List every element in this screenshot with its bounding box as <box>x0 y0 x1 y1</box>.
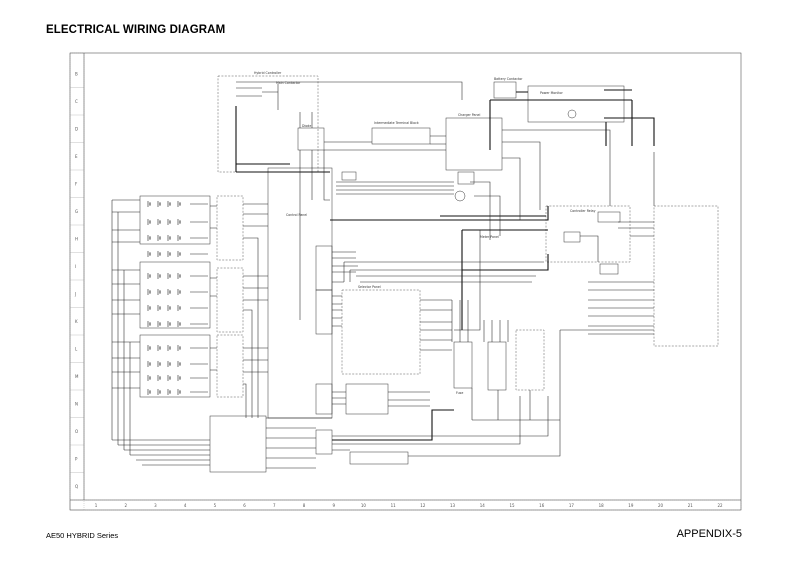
terminal-strip-4 <box>315 429 333 455</box>
power-monitor-label: Power Monitor <box>540 91 563 95</box>
zone-letter: H <box>75 236 78 241</box>
indicator-box <box>349 451 409 465</box>
selector-panel-area: Selector Panel <box>341 285 421 465</box>
hybrid-controller-area: Hybrid Controller Main Contactor Control… <box>209 71 333 473</box>
connector-strip <box>653 205 719 347</box>
zone-letter: I <box>75 264 76 269</box>
left-hatch-strip <box>69 52 85 511</box>
wiring <box>112 81 655 469</box>
series-name: AE50 HYBRID Series <box>46 531 119 540</box>
battery-block-3 <box>139 334 211 398</box>
selector-panel-box <box>341 289 421 375</box>
hybrid-controller-label: Hybrid Controller <box>254 71 282 75</box>
relay-element-1 <box>597 211 621 223</box>
zone-letter: B <box>75 71 78 76</box>
zone-letter: E <box>75 154 78 159</box>
battery-contactor-box <box>493 81 517 99</box>
fuse-block-2 <box>487 341 507 391</box>
battery-contactor-label: Battery Contactor <box>494 77 523 81</box>
zone-number: 11 <box>391 503 397 508</box>
zone-number: 20 <box>658 503 664 508</box>
control-panel-label: Control Panel <box>286 213 307 217</box>
intermediate-terminal-block-label: Intermediate Terminal Block <box>374 121 419 125</box>
zone-number: 18 <box>599 503 605 508</box>
charger-coil <box>454 190 466 202</box>
charger-panel-box <box>445 117 503 171</box>
power-input-terminal <box>341 171 357 181</box>
zone-letter: C <box>75 99 78 104</box>
zone-number: 8 <box>303 503 306 508</box>
zone-number: 21 <box>688 503 694 508</box>
status-terminal-box <box>345 383 389 415</box>
controller-relay-label: Controller Relay <box>570 209 596 213</box>
charger-element <box>457 171 475 185</box>
top-right-area: Battery Contactor Power Monitor <box>493 77 625 123</box>
zone-number: 9 <box>332 503 335 508</box>
switch-block <box>515 329 545 391</box>
zone-letter: G <box>75 209 78 214</box>
zone-number: 12 <box>420 503 426 508</box>
fuse-label: Fuse <box>456 391 463 395</box>
zone-number: 6 <box>243 503 246 508</box>
fuse-block-1 <box>453 341 473 389</box>
zone-letter: L <box>75 346 78 351</box>
diode-box <box>297 127 325 151</box>
main-contactor-label: Main Contactor <box>276 81 301 85</box>
zone-number: 14 <box>480 503 486 508</box>
relay-element-3 <box>599 263 619 275</box>
appendix-label: APPENDIX-5 <box>676 528 742 540</box>
zone-letter: J <box>74 291 76 296</box>
meter-panel-label: Meter Panel <box>480 235 499 239</box>
battery-block-1 <box>139 195 211 245</box>
zone-letter: O <box>75 429 78 434</box>
intermediate-terminal-block-box <box>371 127 431 145</box>
zone-number: 10 <box>361 503 367 508</box>
zone-letter: Q <box>75 484 78 489</box>
zone-number: 5 <box>214 503 217 508</box>
relay-element-2 <box>563 231 581 243</box>
right-area: Controller Relay Meter Panel <box>480 205 719 347</box>
monitor-coil <box>567 109 577 119</box>
battery-block-2 <box>139 261 211 329</box>
bottom-hatch-strip <box>69 499 742 511</box>
zone-number: 4 <box>184 503 187 508</box>
selector-panel-label: Selector Panel <box>358 285 381 289</box>
reset-switch-box-1 <box>216 195 244 261</box>
lower-terminal-block <box>209 415 267 473</box>
terminal-strip-3 <box>315 383 333 415</box>
fuse-area: Fuse <box>453 329 545 395</box>
power-monitor-box <box>527 85 625 123</box>
zone-number: 19 <box>628 503 634 508</box>
terminal-strip-2 <box>315 289 333 335</box>
page-title: ELECTRICAL WIRING DIAGRAM <box>46 24 226 36</box>
zone-number: 15 <box>509 503 515 508</box>
controller-relay-box <box>545 205 631 263</box>
zone-number: 7 <box>273 503 276 508</box>
diode-label: Diode <box>302 124 311 128</box>
zone-letter: N <box>75 401 78 406</box>
left-zone-labels: B C D E F G H I J K L M N O P Q <box>70 71 84 489</box>
zone-number: 2 <box>124 503 127 508</box>
zone-number: 1 <box>95 503 98 508</box>
zone-number: 17 <box>569 503 575 508</box>
charger-panel-label: Charger Panel <box>458 113 480 117</box>
zone-number: 13 <box>450 503 456 508</box>
reset-switch-box-3 <box>216 334 244 398</box>
zone-letter: P <box>75 456 78 461</box>
zone-letter: D <box>75 126 78 131</box>
battery-group <box>111 195 244 455</box>
zone-letter: F <box>75 181 78 186</box>
zone-number: 22 <box>717 503 723 508</box>
zone-letter: K <box>75 319 78 324</box>
terminal-strip-1 <box>315 245 333 291</box>
zone-number: 3 <box>154 503 157 508</box>
zone-letter: M <box>75 374 79 379</box>
zone-number: 16 <box>539 503 545 508</box>
reset-switch-box-2 <box>216 267 244 333</box>
battery-cells <box>147 201 208 395</box>
upper-mid-area: Diode Intermediate Terminal Block Charge… <box>297 113 503 202</box>
